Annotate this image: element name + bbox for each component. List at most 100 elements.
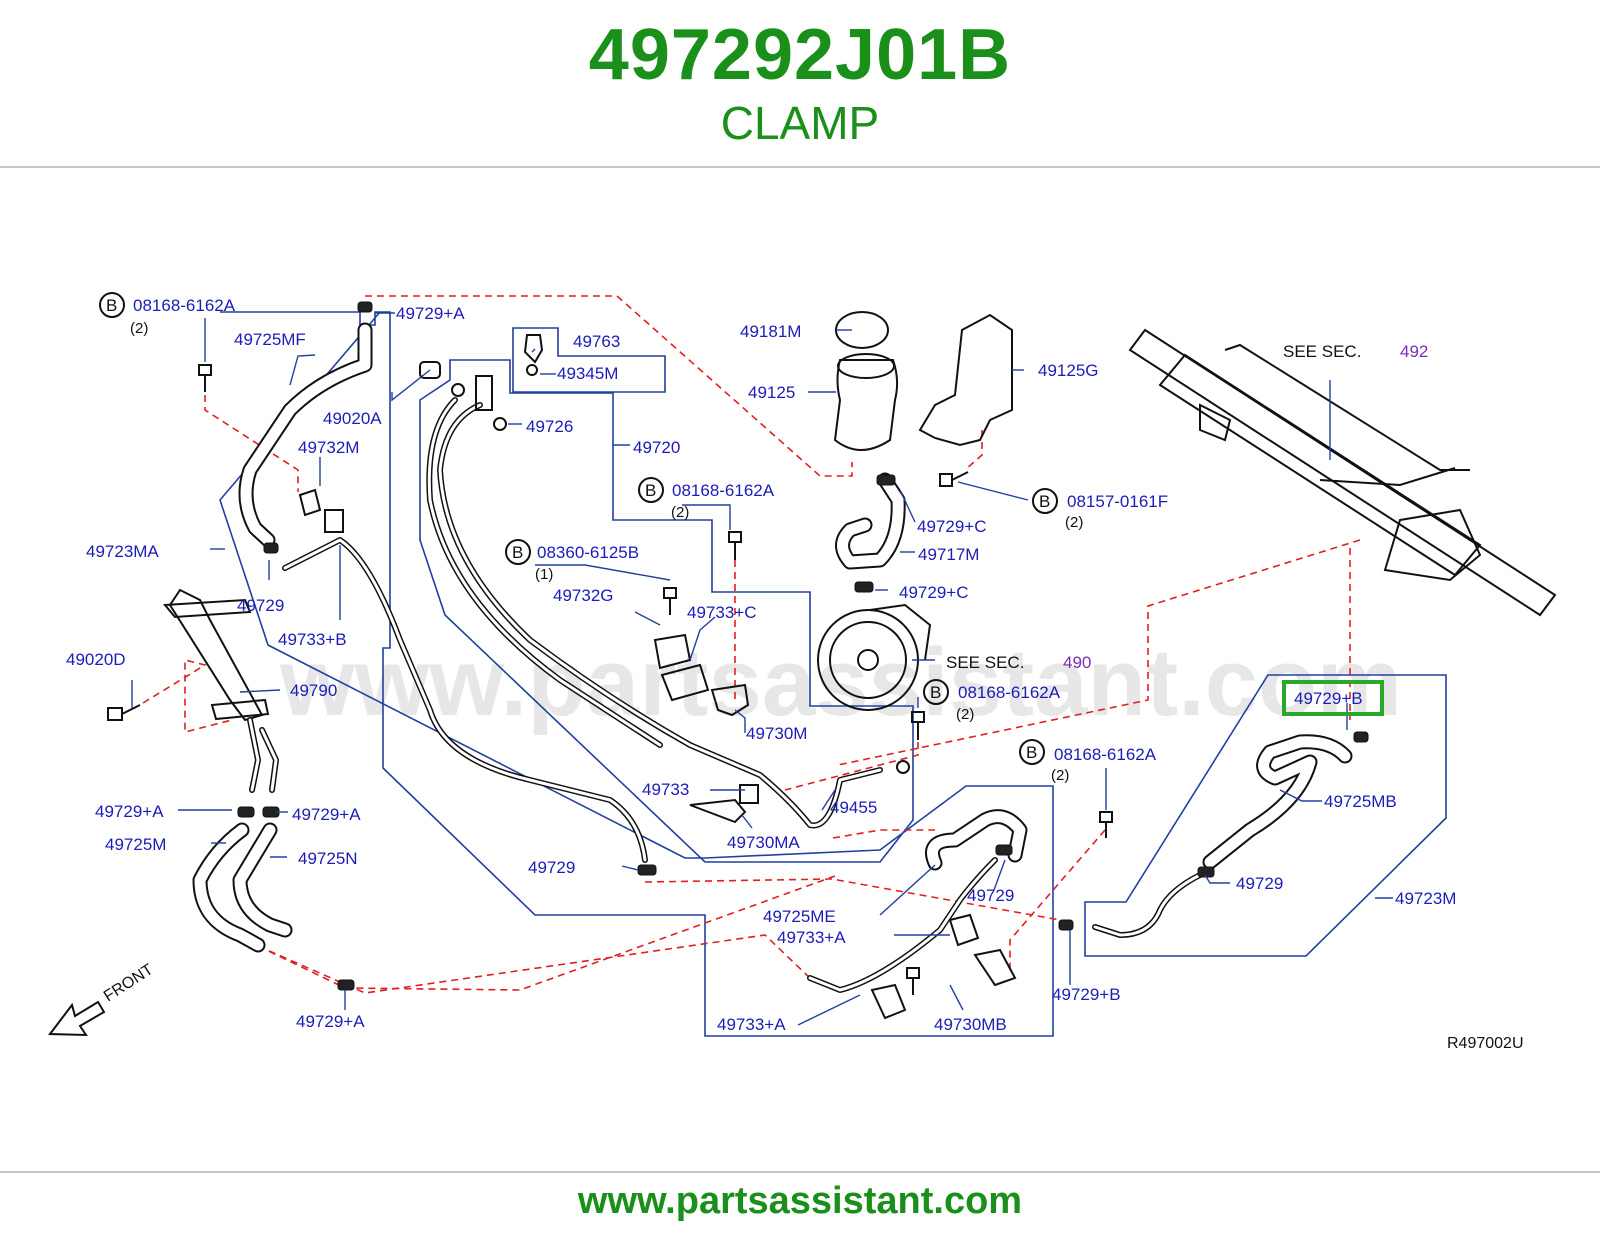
part-number-title: 497292J01B (588, 15, 1012, 95)
clamp-49729C-2 (854, 581, 874, 593)
label-49125: 49125 (748, 383, 795, 402)
clamp-49729-b (637, 864, 657, 876)
clamp-49729C-1 (876, 474, 896, 486)
label-qty: (2) (1065, 514, 1083, 531)
clamp-49729B-bot (1058, 919, 1074, 931)
label-49733A: 49733+A (777, 928, 846, 947)
label-qty: (1) (535, 566, 553, 583)
bracket-49730MB (973, 948, 1017, 987)
clamp-49729B-highlighted[interactable] (1353, 731, 1369, 743)
part-labels[interactable]: 08168-6162A (2) 49729+A 49725MF 49763 49… (66, 296, 1456, 1034)
bolt-marker-icon: B (1019, 739, 1045, 765)
dashed-link (257, 875, 836, 991)
dashed-link (644, 878, 1061, 921)
bolt-08168-6162A-mid (728, 531, 742, 560)
bolt-49730MB (906, 967, 920, 995)
label-qty: (2) (1051, 767, 1069, 784)
bolt-08168-6162A-top (198, 364, 212, 392)
front-label: FRONT (101, 961, 157, 1005)
label-49020A: 49020A (323, 409, 382, 428)
group-box-49763 (512, 327, 666, 393)
label-49729A: 49729+A (95, 802, 164, 821)
label-08168-6162A: 08168-6162A (1054, 745, 1157, 764)
bracket-49730MA (689, 798, 747, 824)
bolt-marker-icon: B (99, 292, 125, 318)
label-49717M: 49717M (918, 545, 979, 564)
bolt-marker-icon: B (923, 679, 949, 705)
fitting-49720 (475, 375, 493, 411)
hose-49725MF (238, 322, 373, 548)
svg-text:B: B (1026, 743, 1037, 762)
front-arrow-icon (48, 1000, 106, 1037)
dashed-link (784, 742, 919, 791)
clamp-49729-a (263, 542, 279, 554)
sensor-49763 (523, 334, 544, 364)
steering-rack (1128, 328, 1557, 617)
dashed-link (365, 295, 853, 477)
label-49020D: 49020D (66, 650, 126, 669)
label-49729A: 49729+A (396, 304, 465, 323)
header: 497292J01B CLAMP (0, 0, 1600, 168)
label-49720: 49720 (633, 438, 680, 457)
group-box-49720 (419, 359, 914, 863)
label-49345M: 49345M (557, 364, 618, 383)
svg-text:B: B (512, 543, 523, 562)
see-sec-rack: SEE SEC. (1283, 342, 1361, 361)
label-49729: 49729 (1236, 874, 1283, 893)
label-08168-6162A: 08168-6162A (672, 481, 775, 500)
label-49730M: 49730M (746, 724, 807, 743)
svg-text:B: B (106, 296, 117, 315)
label-08157-0161F: 08157-0161F (1067, 492, 1168, 511)
label-qty: (2) (956, 706, 974, 723)
section-link-492[interactable]: 492 (1400, 342, 1428, 361)
leader-lines (131, 312, 1393, 1026)
dashed-link (257, 934, 813, 994)
label-49729C: 49729+C (899, 583, 968, 602)
see-sec-pump: SEE SEC. (946, 653, 1024, 672)
dashed-link (832, 829, 935, 839)
bolt-08168-6162A-pump (911, 711, 925, 740)
bolt-08168-6162A-low (1099, 811, 1113, 838)
section-link-490[interactable]: 490 (1063, 653, 1091, 672)
label-49763: 49763 (573, 332, 620, 351)
clamp-49729A-bot (337, 979, 355, 991)
dashed-link (142, 658, 233, 734)
label-49733B: 49733+B (278, 630, 347, 649)
o-ring-49455 (896, 760, 910, 774)
label-49455: 49455 (830, 798, 877, 817)
label-49732M: 49732M (298, 438, 359, 457)
svg-text:B: B (645, 481, 656, 500)
clip-49733A (948, 913, 980, 947)
highlight-box (1282, 680, 1384, 716)
label-49725MB: 49725MB (1324, 792, 1397, 811)
footer-url[interactable]: www.partsassistant.com (577, 1180, 1023, 1222)
label-49725MF: 49725MF (234, 330, 306, 349)
label-49729A: 49729+A (296, 1012, 365, 1031)
label-49732G: 49732G (553, 586, 614, 605)
group-box-49723M (1084, 674, 1447, 957)
label-49726: 49726 (526, 417, 573, 436)
label-49733: 49733 (642, 780, 689, 799)
label-49729: 49729 (237, 596, 284, 615)
dashed-link (1009, 829, 1106, 970)
bracket-49730M (710, 683, 750, 717)
label-qty: (2) (130, 320, 148, 337)
label-49733A: 49733+A (717, 1015, 786, 1034)
label-49730MA: 49730MA (727, 833, 800, 852)
header-divider (0, 166, 1600, 168)
clamp-49729A-l1 (237, 806, 255, 818)
label-49725M: 49725M (105, 835, 166, 854)
label-49723M: 49723M (1395, 889, 1456, 908)
part-name-subtitle: CLAMP (720, 97, 880, 149)
label-49730MB: 49730MB (934, 1015, 1007, 1034)
bracket-49125G (918, 313, 1013, 447)
clamp-49729A-top (357, 301, 373, 313)
bolt-marker-icon: B (638, 477, 664, 503)
label-49181M: 49181M (740, 322, 801, 341)
label-49729B: 49729+B (1052, 985, 1121, 1004)
label-49729C: 49729+C (917, 517, 986, 536)
bolt-08157-0161F (939, 471, 969, 487)
svg-text:B: B (930, 683, 941, 702)
label-49725ME: 49725ME (763, 907, 836, 926)
